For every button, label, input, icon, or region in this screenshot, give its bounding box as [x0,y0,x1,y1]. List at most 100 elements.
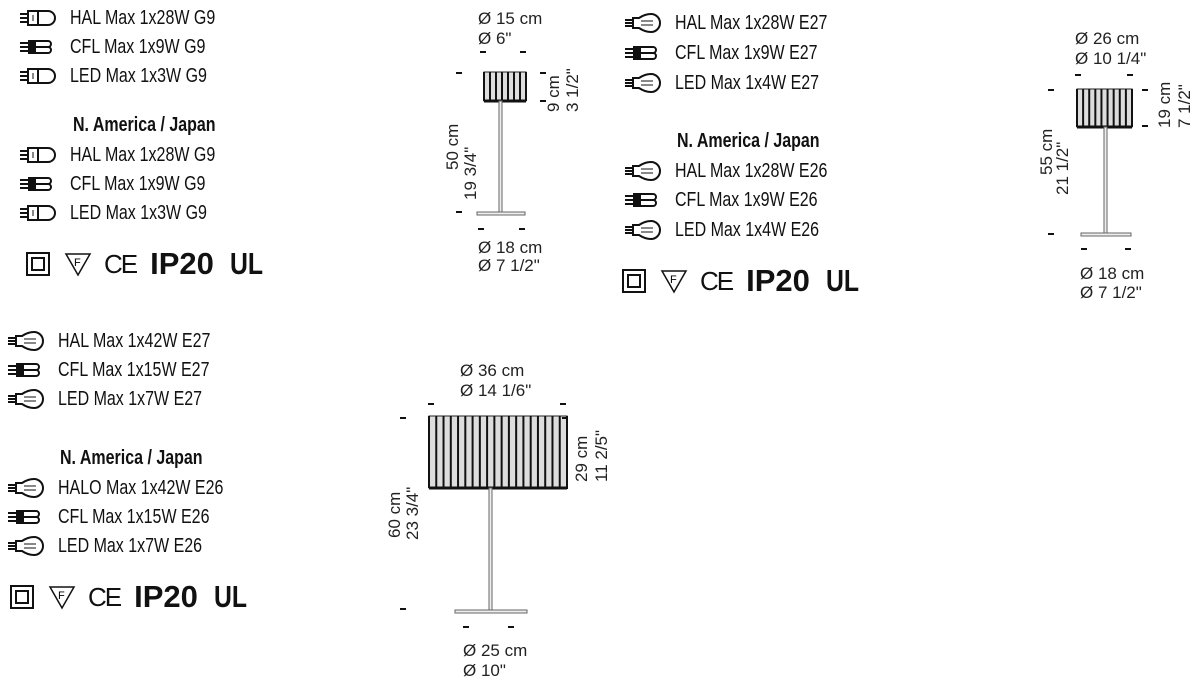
total-height-in: 23 3/4" [403,487,422,540]
base-diameter-cm: Ø 18 cm [1080,264,1144,283]
spec-label: CFL Max 1x15W E26 [58,505,210,528]
lamp-base [454,609,528,614]
region-heading: N. America / Japan [73,114,216,136]
f-mark-icon: F [660,270,688,294]
dimension-ticks [456,51,546,230]
spec-label: LED Max 1x4W E27 [675,71,820,94]
spec-row: CFL Max 1x9W G9 [18,171,239,197]
spec-row: HAL Max 1x28W G9 [18,142,252,168]
total-height-in: 21 1/2" [1053,142,1072,195]
class-ii-insulation-icon [26,252,50,276]
spec-label: LED Max 1x7W E27 [58,387,203,410]
lamp-stem [488,487,493,612]
total-height-cm: 50 cm [443,124,462,170]
shade-diameter-in: Ø 14 1/6" [460,381,531,400]
spec-row: LED Max 1x7W E27 [6,386,238,412]
ul-mark: UL [213,579,247,614]
lamp-shade [1076,88,1133,129]
spec-row: LED Max 1x3W G9 [18,63,241,89]
spec-row: LED Max 1x4W E26 [623,217,855,243]
spec-row: HALO Max 1x42W E26 [6,475,265,501]
spec-label: HAL Max 1x42W E27 [58,329,211,352]
base-diameter-cm: Ø 18 cm [478,238,542,257]
certifications: F CE IP20 UL [26,246,271,281]
certifications: F CE IP20 UL [622,263,867,298]
spec-label: HAL Max 1x28W G9 [70,143,216,166]
class-ii-insulation-icon [10,585,34,609]
svg-text:F: F [74,257,81,269]
lamp-large-drawing [400,403,568,628]
shade-outline [428,415,568,489]
base-diameter-in: Ø 7 1/2" [478,256,540,275]
base-diameter-in: Ø 10" [463,661,506,680]
spec-label: CFL Max 1x9W E27 [675,41,818,64]
spec-row: HAL Max 1x28W E26 [623,158,865,184]
shade-diameter-cm: Ø 15 cm [478,9,542,28]
shade-diameter-in: Ø 6" [478,29,511,48]
spec-label: HAL Max 1x28W G9 [70,6,216,29]
lamp-base [1080,232,1132,237]
ip-rating: IP20 [150,246,214,281]
lamp-medium-drawing [1048,74,1148,250]
spec-row: HAL Max 1x28W G9 [18,5,252,31]
shade-diameter-in: Ø 10 1/4" [1075,49,1146,68]
shade-height-cm: 19 cm [1155,82,1174,128]
spec-label: LED Max 1x3W G9 [70,64,207,87]
total-height-in: 19 3/4" [461,147,480,200]
lamp-base [476,211,526,216]
shade-height-in: 3 1/2" [563,68,582,112]
shade-diameter-cm: Ø 36 cm [460,361,524,380]
ce-mark: CE [88,581,122,612]
f-mark-icon: F [48,586,76,610]
spec-row: CFL Max 1x15W E26 [6,504,247,530]
ip-rating: IP20 [134,579,198,614]
f-mark-icon: F [64,253,92,277]
spec-label: CFL Max 1x9W E26 [675,188,818,211]
spec-label: HALO Max 1x42W E26 [58,476,224,499]
shade-height-in: 7 1/2" [1175,84,1194,128]
spec-label: CFL Max 1x9W G9 [70,35,206,58]
shade-diameter-cm: Ø 26 cm [1075,29,1139,48]
shade-outline [1076,88,1133,128]
lamp-shade [483,71,527,103]
spec-label: HAL Max 1x28W E27 [675,11,828,34]
spec-label: HAL Max 1x28W E26 [675,159,828,182]
dimension-ticks [400,403,568,628]
shade-height-cm: 29 cm [572,436,591,482]
lamp-shade [428,415,568,490]
spec-label: LED Max 1x3W G9 [70,201,207,224]
spec-row: CFL Max 1x9W G9 [18,34,239,60]
ul-mark: UL [825,263,859,298]
total-height-cm: 60 cm [385,492,404,538]
total-height-cm: 55 cm [1037,129,1056,175]
spec-label: CFL Max 1x15W E27 [58,358,210,381]
spec-row: LED Max 1x7W E26 [6,533,238,559]
spec-row: HAL Max 1x42W E27 [6,328,248,354]
spec-label: LED Max 1x7W E26 [58,534,203,557]
svg-text:F: F [670,274,677,286]
spec-label: LED Max 1x4W E26 [675,218,820,241]
dimension-ticks [1048,74,1148,250]
spec-label: CFL Max 1x9W G9 [70,172,206,195]
base-diameter-in: Ø 7 1/2" [1080,283,1142,302]
lamp-stem [1103,126,1108,235]
spec-row: LED Max 1x4W E27 [623,70,855,96]
shade-height-in: 11 2/5" [592,430,611,482]
shade-height-cm: 9 cm [544,75,563,112]
spec-row: HAL Max 1x28W E27 [623,10,865,36]
region-heading: N. America / Japan [60,447,203,469]
spec-row: LED Max 1x3W G9 [18,200,241,226]
base-diameter-cm: Ø 25 cm [463,641,527,660]
ul-mark: UL [229,246,263,281]
region-heading: N. America / Japan [677,130,820,152]
ce-mark: CE [700,265,734,296]
class-ii-insulation-icon [622,269,646,293]
spec-row: CFL Max 1x9W E27 [623,40,853,66]
lamp-small-drawing [456,51,546,230]
svg-text:F: F [58,590,65,602]
ce-mark: CE [104,248,138,279]
spec-row: CFL Max 1x15W E27 [6,357,247,383]
lamp-stem [498,100,503,214]
spec-row: CFL Max 1x9W E26 [623,187,853,213]
